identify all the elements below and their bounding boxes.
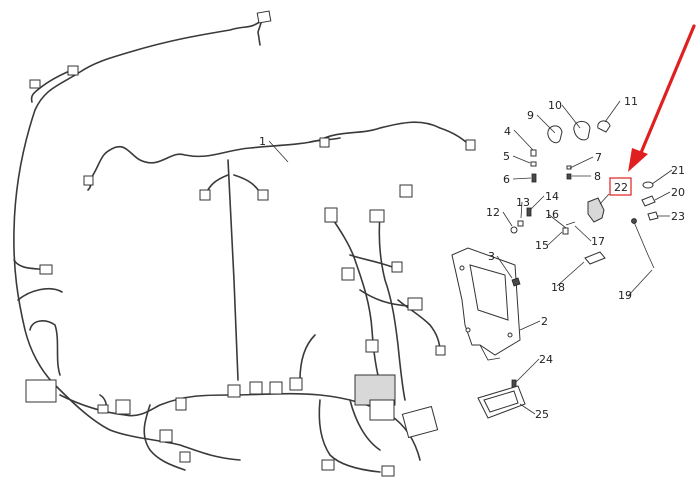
callout-4: 4 [504,125,511,138]
callout-18: 18 [551,281,565,294]
callout-17: 17 [591,235,605,248]
highlighted-callout-22: 22 [609,177,632,196]
callout-25: 25 [535,408,549,421]
callout-2: 2 [541,315,548,328]
highlight-box [609,177,632,196]
callout-7: 7 [595,151,602,164]
callout-21: 21 [671,164,685,177]
harness-connectors [25,10,476,477]
callout-20: 20 [671,186,685,199]
callout-14: 14 [545,190,559,203]
callout-5: 5 [503,150,510,163]
callout-22: 22 [614,181,628,194]
callout-11: 11 [624,95,638,108]
callout-3: 3 [488,250,495,263]
callout-8: 8 [594,170,601,183]
callout-16: 16 [545,208,559,221]
callout-13: 13 [516,196,530,209]
module-bracket [451,247,521,361]
main-wiring-harness [13,17,473,473]
callout-15: 15 [535,239,549,252]
red-arrow-icon [628,24,696,172]
callout-24: 24 [539,353,553,366]
callout-1: 1 [259,135,266,148]
callout-23: 23 [671,210,685,223]
callout-10: 10 [548,99,562,112]
leader-lines [268,100,673,415]
callout-12: 12 [486,206,500,219]
callout-9: 9 [527,109,534,122]
callout-19: 19 [618,289,632,302]
callout-labels: 1 2 3 4 5 6 7 8 9 10 11 12 13 14 15 16 1… [259,95,685,421]
callout-6: 6 [503,173,510,186]
